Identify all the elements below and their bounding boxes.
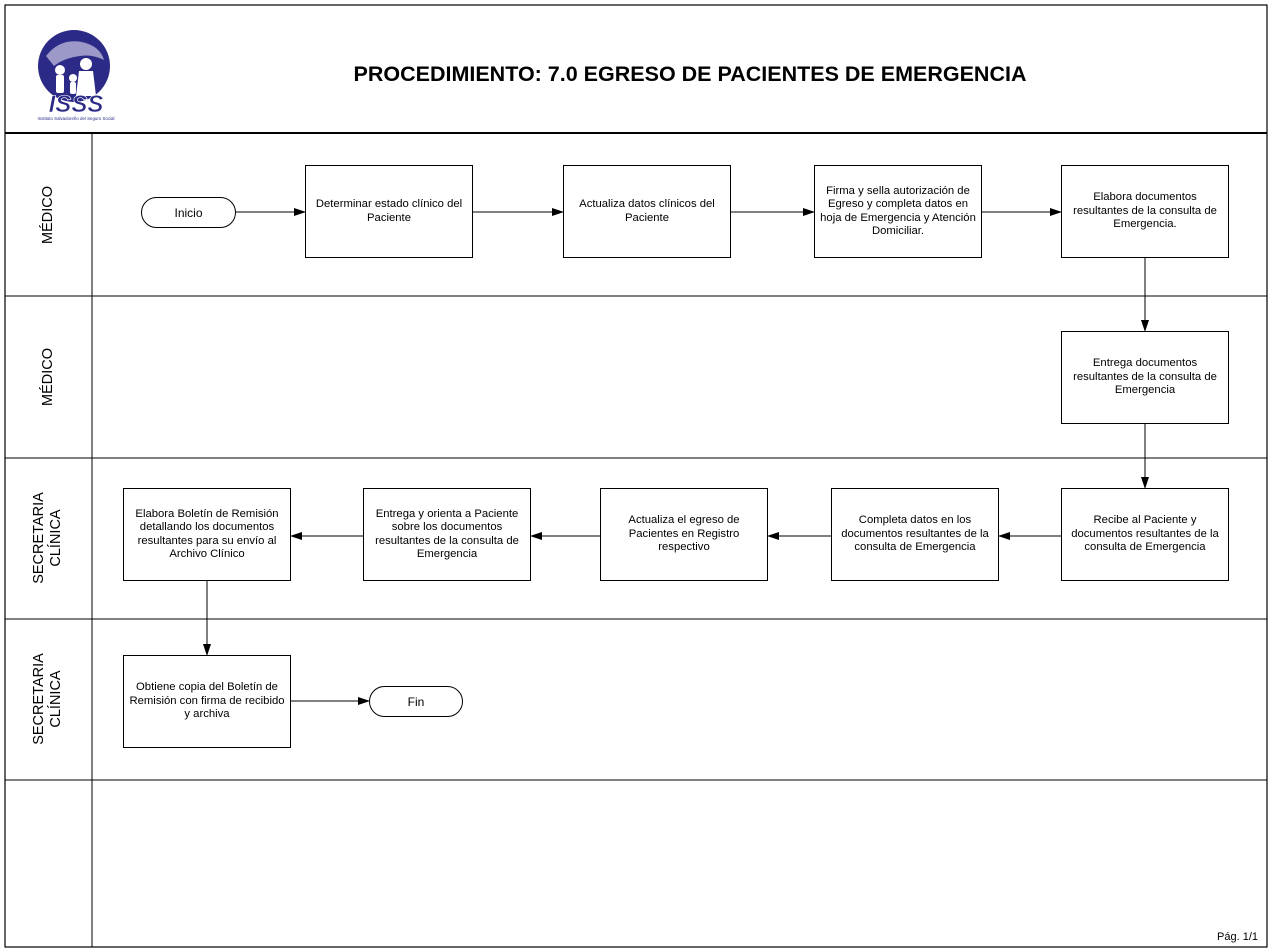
lane-label-secretaria-1: SECRETARIA CLÍNICA [31,492,64,584]
step-firma-autorizacion: Firma y sella autorización de Egreso y c… [814,165,982,258]
page-number: Pág. 1/1 [1217,931,1258,943]
step-entrega-documentos: Entrega documentos resultantes de la con… [1061,331,1229,424]
isss-logo-emblem: ISSS Instituto Salvadoreño del Seguro So… [38,30,115,121]
logo-sub-text: Instituto Salvadoreño del Seguro Social [38,116,115,121]
step-completa-datos: Completa datos en los documentos resulta… [831,488,999,581]
logo-main-text: ISSS [49,91,104,118]
lane-label-secretaria-2: SECRETARIA CLÍNICA [31,653,64,745]
isss-logo: ISSS Instituto Salvadoreño del Seguro So… [30,26,120,122]
step-obtiene-copia: Obtiene copia del Boletín de Remisión co… [123,655,291,748]
step-entrega-orienta: Entrega y orienta a Paciente sobre los d… [363,488,531,581]
step-actualiza-egreso: Actualiza el egreso de Pacientes en Regi… [600,488,768,581]
step-determinar-estado: Determinar estado clínico del Paciente [305,165,473,258]
lane-label-medico-1: MÉDICO [39,186,56,244]
step-recibe-paciente: Recibe al Paciente y documentos resultan… [1061,488,1229,581]
step-elabora-boletin: Elabora Boletín de Remisión detallando l… [123,488,291,581]
end-terminal: Fin [369,686,463,717]
start-terminal: Inicio [141,197,236,228]
step-actualiza-datos-clinicos: Actualiza datos clínicos del Paciente [563,165,731,258]
page-title: PROCEDIMIENTO: 7.0 EGRESO DE PACIENTES D… [353,61,1027,86]
outer-border [4,4,1268,948]
step-elabora-documentos: Elabora documentos resultantes de la con… [1061,165,1229,258]
lane-label-medico-2: MÉDICO [39,348,56,406]
